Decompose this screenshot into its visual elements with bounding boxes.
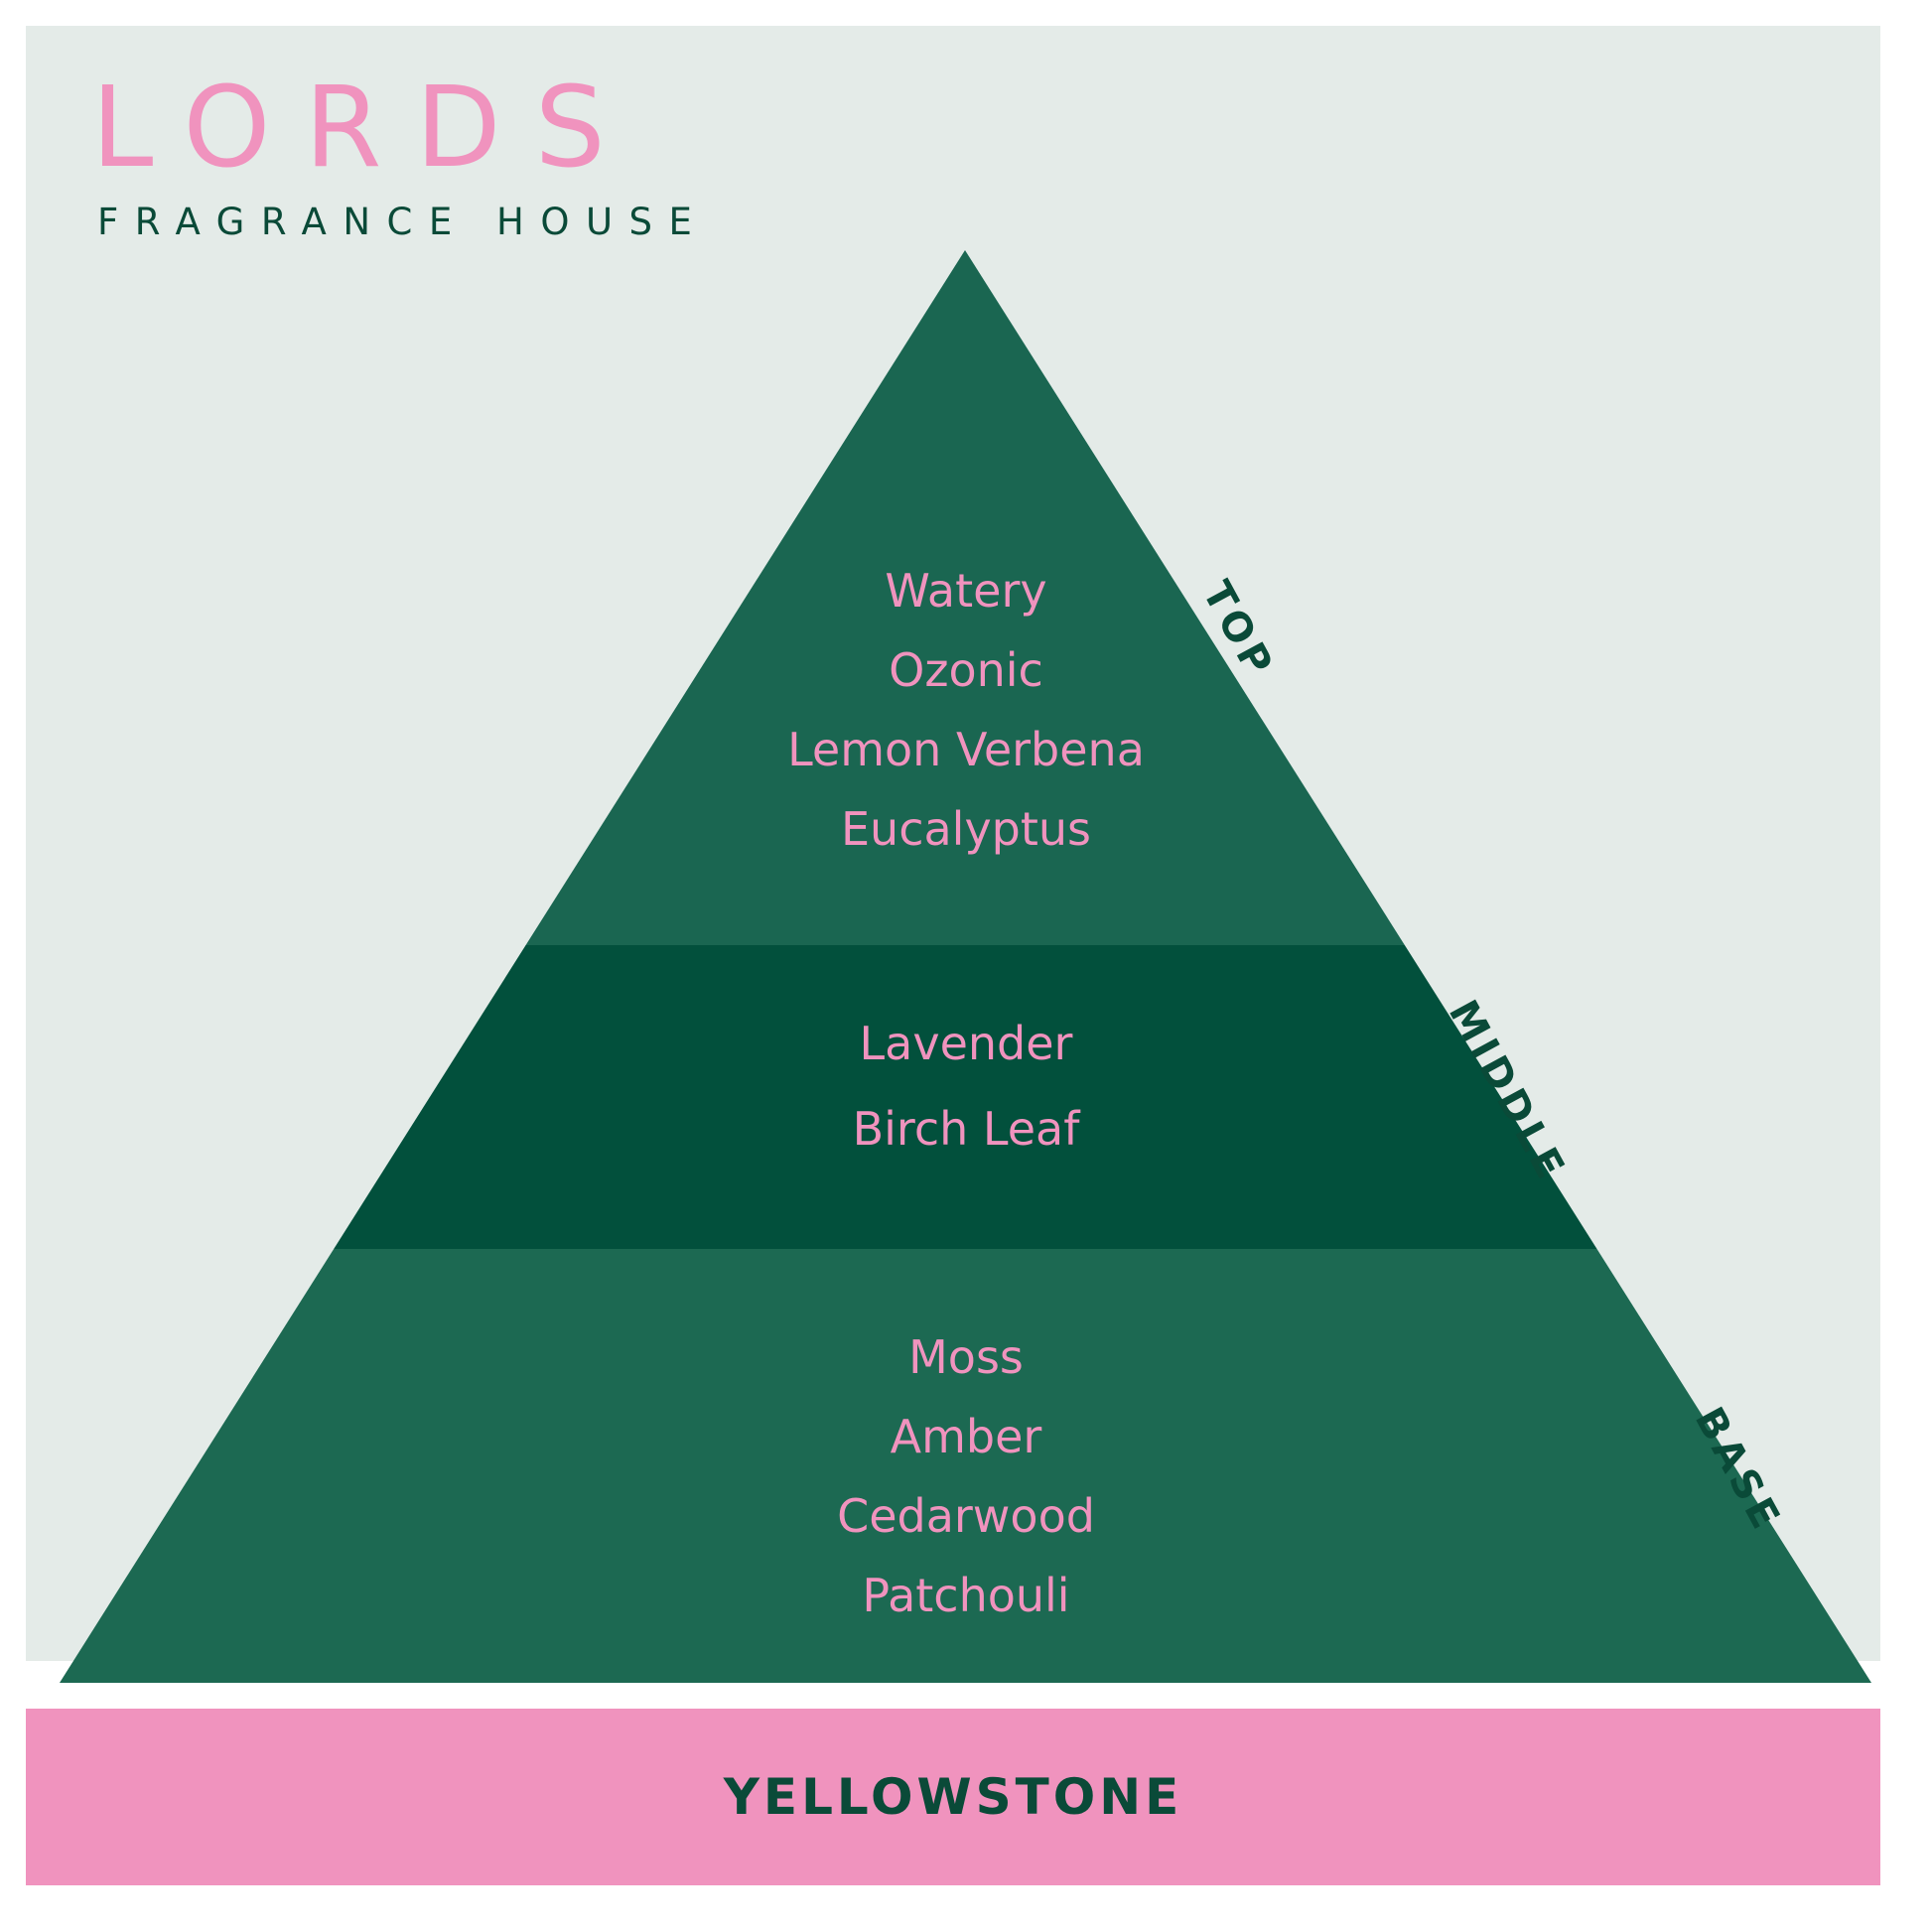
- product-name: YELLOWSTONE: [723, 1768, 1183, 1826]
- pyramid-band-middle: [60, 945, 1871, 1249]
- brand-tagline: FRAGRANCE HOUSE: [97, 201, 709, 244]
- pyramid-svg: [60, 250, 1871, 1683]
- brand-name: LORDS: [91, 64, 639, 193]
- brand-lockup: LORDS FRAGRANCE HOUSE: [91, 71, 708, 243]
- product-name-banner: YELLOWSTONE: [26, 1709, 1880, 1885]
- pyramid-band-base: [60, 1249, 1871, 1683]
- fragrance-pyramid: [60, 250, 1871, 1683]
